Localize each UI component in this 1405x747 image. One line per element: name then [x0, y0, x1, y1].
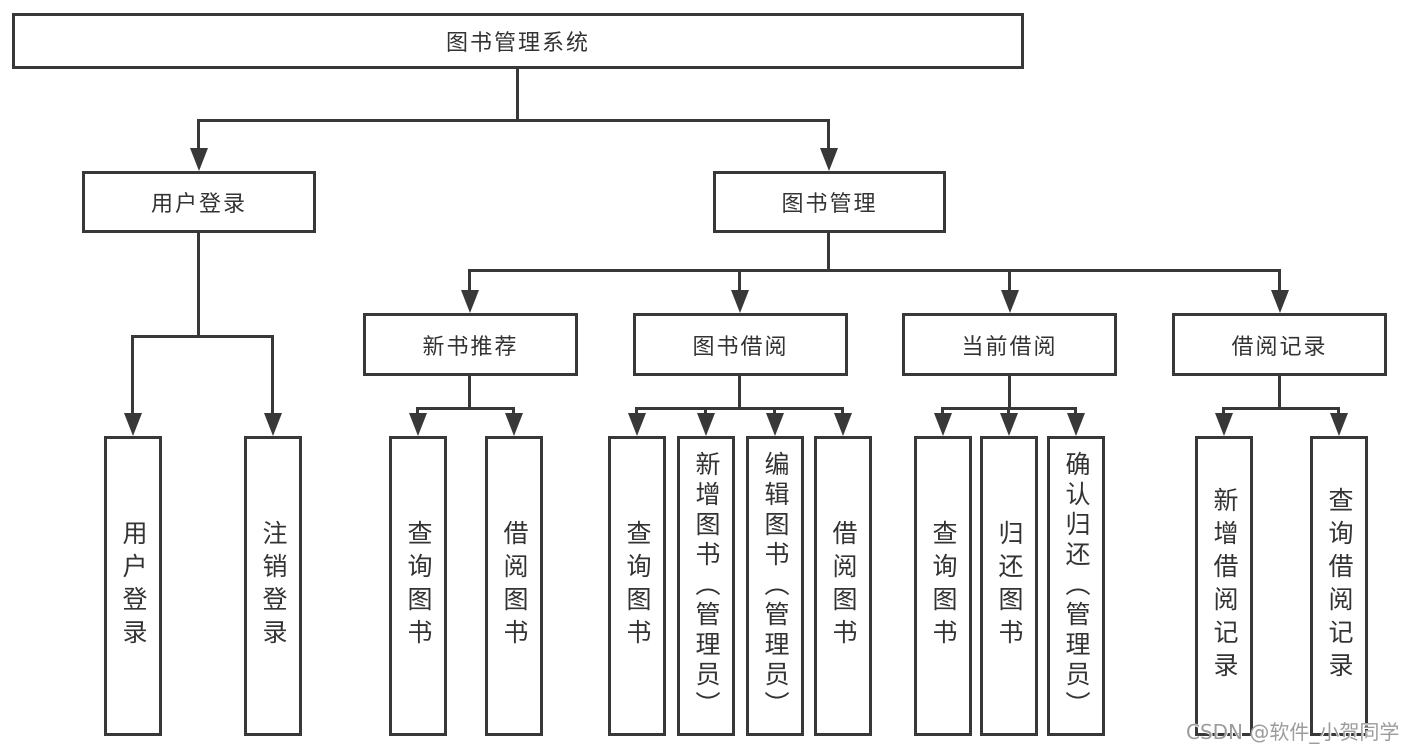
node-query-books-recommend-label: 查询图书	[404, 520, 433, 652]
node-user-login-action: 用户登录	[104, 436, 162, 736]
csdn-watermark: CSDN @软件_小贺同学	[1186, 720, 1400, 744]
edge-bm-stem-3	[1008, 270, 1011, 291]
node-user-login: 用户登录	[82, 171, 316, 233]
node-logout: 注销登录	[244, 436, 302, 736]
edge-records-trunk	[1278, 375, 1281, 409]
arrowhead-icon	[190, 148, 208, 171]
edge-current-stem-2	[1007, 408, 1010, 416]
node-user-login-label: 用户登录	[150, 192, 247, 217]
arrowhead-icon	[834, 413, 852, 436]
arrowhead-icon	[264, 413, 282, 436]
edge-book-management-trunk	[827, 232, 830, 271]
edge-recommend-trunk	[468, 375, 471, 409]
edge-bm-stem-1	[468, 270, 471, 291]
edge-borrowing-stem-3	[773, 408, 776, 416]
node-current-borrowing-label: 当前借阅	[961, 334, 1058, 360]
edge-root-trunk	[516, 68, 519, 122]
node-confirm-return-admin-label: 确认归还（管理员）	[1062, 451, 1091, 721]
edge-recommend-rail	[416, 407, 515, 410]
node-borrow-books-recommend: 借阅图书	[485, 436, 543, 736]
edge-current-stem-1	[941, 408, 944, 416]
node-book-management-label: 图书管理	[781, 192, 878, 217]
edge-bm-stem-4	[1278, 270, 1281, 291]
edge-user-login-trunk	[197, 232, 200, 337]
node-add-borrow-record-label: 新增借阅记录	[1210, 487, 1239, 685]
arrowhead-icon	[820, 148, 838, 171]
node-borrowing-records-label: 借阅记录	[1231, 334, 1328, 360]
node-borrow-books-recommend-label: 借阅图书	[500, 520, 529, 652]
edge-borrowing-rail	[635, 407, 844, 410]
node-logout-label: 注销登录	[259, 520, 288, 652]
edge-bm-stem-2	[738, 270, 741, 291]
arrowhead-icon	[628, 413, 646, 436]
edge-recommend-stem-1	[416, 408, 419, 416]
node-new-book-recommendation: 新书推荐	[363, 313, 578, 376]
arrowhead-icon	[461, 290, 479, 313]
edge-root-stem-user-login	[197, 120, 200, 149]
node-root-label: 图书管理系统	[445, 31, 590, 56]
edge-records-stem-1	[1222, 408, 1225, 416]
node-query-books-current-label: 查询图书	[929, 520, 958, 652]
arrowhead-icon	[505, 413, 523, 436]
node-add-book-admin: 新增图书（管理员）	[677, 436, 735, 736]
node-query-books-recommend: 查询图书	[389, 436, 447, 736]
edge-borrowing-stem-4	[841, 408, 844, 416]
node-query-books-borrowing-label: 查询图书	[623, 520, 652, 652]
edge-records-stem-2	[1337, 408, 1340, 416]
arrowhead-icon	[697, 413, 715, 436]
node-return-book-label: 归还图书	[995, 520, 1024, 652]
edge-borrowing-stem-2	[704, 408, 707, 416]
node-query-books-current: 查询图书	[914, 436, 972, 736]
node-return-book: 归还图书	[980, 436, 1038, 736]
node-book-borrowing: 图书借阅	[633, 313, 848, 376]
node-current-borrowing: 当前借阅	[902, 313, 1117, 376]
node-query-borrow-record: 查询借阅记录	[1310, 436, 1368, 736]
edge-user-login-stem-1	[131, 336, 134, 414]
arrowhead-icon	[124, 413, 142, 436]
arrowhead-icon	[1067, 413, 1085, 436]
edge-book-management-rail	[468, 269, 1281, 272]
node-add-borrow-record: 新增借阅记录	[1195, 436, 1253, 736]
node-borrow-books-borrowing-label: 借阅图书	[829, 520, 858, 652]
arrowhead-icon	[731, 290, 749, 313]
edge-borrowing-trunk	[738, 375, 741, 409]
edge-recommend-stem-2	[512, 408, 515, 416]
node-book-borrowing-label: 图书借阅	[692, 334, 789, 360]
node-edit-book-admin: 编辑图书（管理员）	[746, 436, 804, 736]
arrowhead-icon	[766, 413, 784, 436]
node-borrow-books-borrowing: 借阅图书	[814, 436, 872, 736]
edge-current-stem-3	[1074, 408, 1077, 416]
edge-records-rail	[1222, 407, 1340, 410]
arrowhead-icon	[1215, 413, 1233, 436]
edge-root-stem-book-management	[827, 120, 830, 149]
node-query-borrow-record-label: 查询借阅记录	[1325, 487, 1354, 685]
arrowhead-icon	[1001, 290, 1019, 313]
node-edit-book-admin-label: 编辑图书（管理员）	[761, 451, 790, 721]
node-user-login-action-label: 用户登录	[119, 520, 148, 652]
edge-user-login-rail	[131, 335, 274, 338]
arrowhead-icon	[934, 413, 952, 436]
edge-root-rail	[197, 119, 830, 122]
arrowhead-icon	[1271, 290, 1289, 313]
node-add-book-admin-label: 新增图书（管理员）	[692, 451, 721, 721]
edge-user-login-stem-2	[271, 336, 274, 414]
node-root: 图书管理系统	[12, 13, 1024, 69]
arrowhead-icon	[1000, 413, 1018, 436]
node-new-book-recommendation-label: 新书推荐	[422, 334, 519, 360]
node-book-management: 图书管理	[713, 171, 946, 233]
arrowhead-icon	[409, 413, 427, 436]
arrowhead-icon	[1330, 413, 1348, 436]
edge-borrowing-stem-1	[635, 408, 638, 416]
edge-current-trunk	[1008, 375, 1011, 409]
node-borrowing-records: 借阅记录	[1172, 313, 1387, 376]
node-confirm-return-admin: 确认归还（管理员）	[1047, 436, 1105, 736]
node-query-books-borrowing: 查询图书	[608, 436, 666, 736]
